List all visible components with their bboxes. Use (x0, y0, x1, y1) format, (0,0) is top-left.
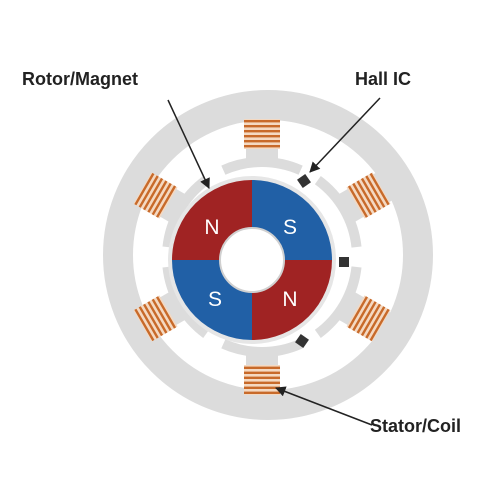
coil-winding (244, 145, 280, 148)
coil-winding (244, 386, 280, 389)
coil-winding (156, 296, 177, 329)
hall-sensors (295, 174, 349, 348)
hall-sensor (297, 174, 311, 188)
hall-sensor (295, 334, 309, 348)
coil-winding (244, 130, 280, 133)
coil-winding (138, 306, 159, 339)
coil (244, 119, 280, 149)
pole-label: N (282, 288, 297, 311)
coil-body (244, 365, 280, 395)
coil-winding (352, 182, 373, 216)
pole-label: S (208, 288, 222, 311)
coil-winding (365, 175, 386, 208)
stator-yoke (103, 90, 433, 420)
coil-winding (244, 135, 280, 138)
coil-winding (151, 182, 172, 216)
coil-winding (244, 120, 280, 123)
rotor-hub (219, 227, 285, 293)
rotor-callout-arrow (167, 99, 210, 189)
coil (133, 295, 178, 342)
coil-winding (147, 301, 168, 334)
coil-winding (143, 303, 164, 337)
coil-winding (134, 172, 155, 206)
coil (346, 172, 391, 219)
coil-winding (244, 125, 280, 128)
coil-body (244, 119, 280, 149)
coil (133, 172, 178, 219)
coil-winding (134, 308, 155, 342)
coil-winding (151, 298, 172, 332)
pole-label: S (283, 216, 297, 239)
coil-winding (244, 366, 280, 369)
coil-winding (369, 172, 390, 206)
tooth-shoe (221, 156, 303, 175)
stator-callout-arrow (275, 386, 373, 426)
coil-winding (244, 140, 280, 143)
coil-winding (244, 371, 280, 374)
stator-coils (133, 119, 391, 395)
coil-winding (156, 185, 177, 218)
tooth-shoe (314, 266, 362, 338)
coil-winding (138, 175, 159, 208)
coil-winding (147, 180, 168, 213)
coil (244, 365, 280, 395)
coil-winding (360, 177, 381, 211)
coil-winding (356, 180, 377, 213)
stator-coil-label: Stator/Coil (370, 416, 462, 436)
coil-winding (352, 298, 373, 332)
coil-winding (360, 303, 381, 337)
hall-ic-label: Hall IC (355, 69, 412, 89)
coil-winding (347, 296, 368, 329)
coil-winding (244, 376, 280, 379)
coil-winding (369, 308, 390, 342)
coil-winding (347, 185, 368, 218)
coil (346, 295, 391, 342)
tooth-shoe (221, 339, 303, 358)
coil-winding (356, 301, 377, 334)
rotor-magnet-label: Rotor/Magnet (22, 69, 138, 89)
pole-label: N (204, 216, 219, 239)
tooth-shoe (314, 176, 362, 248)
coil-winding (244, 391, 280, 394)
hall-callout-arrow (309, 97, 381, 173)
coil-winding (365, 306, 386, 339)
coil-winding (244, 381, 280, 384)
coil-winding (143, 177, 164, 211)
hall-sensor (339, 257, 349, 267)
